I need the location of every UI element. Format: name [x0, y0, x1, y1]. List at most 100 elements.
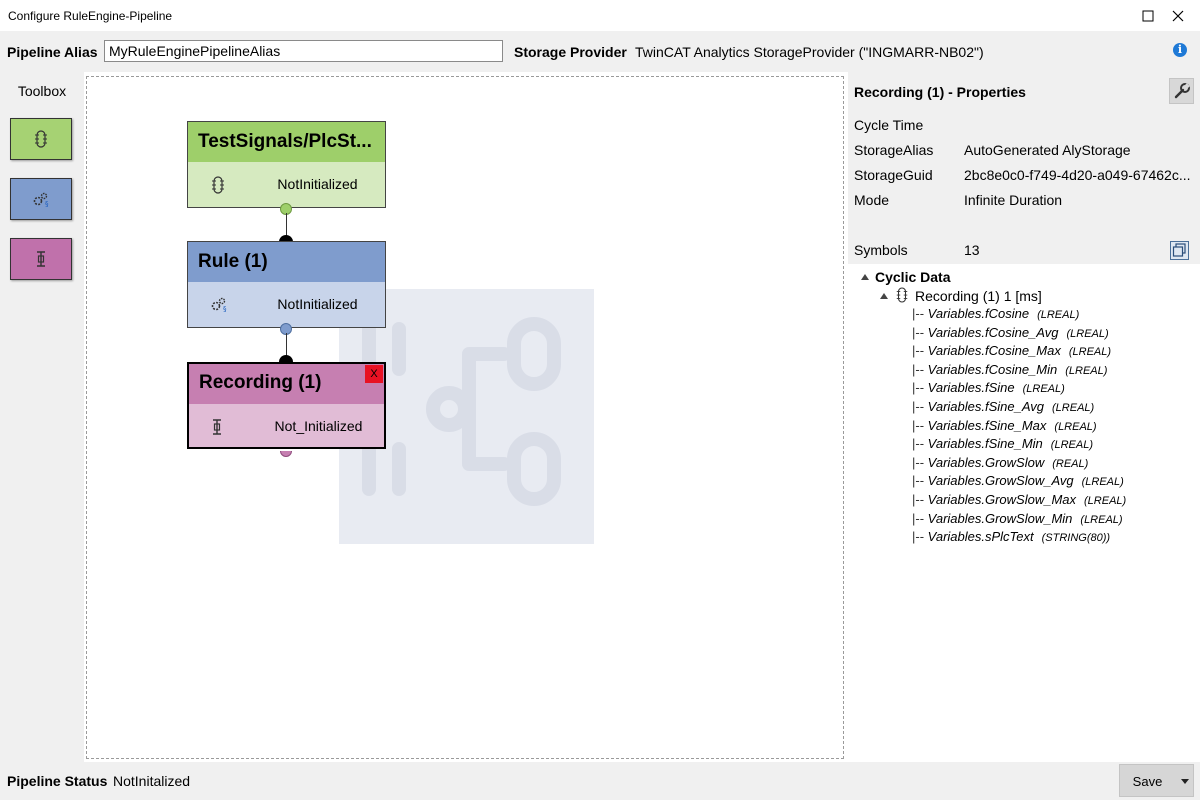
chevron-down-icon[interactable]: [1181, 779, 1189, 784]
pipeline-node-recording[interactable]: Recording (1) X Not_Initialized: [187, 362, 386, 449]
variable-type: (LREAL): [1054, 420, 1097, 433]
save-button[interactable]: Save: [1119, 764, 1194, 797]
node-status-area: Not_Initialized: [189, 404, 384, 447]
tree-branch-prefix: |--: [912, 380, 928, 396]
tree-recording-node[interactable]: Recording (1) 1 [ms]: [915, 288, 1042, 304]
maximize-button[interactable]: [1133, 0, 1163, 32]
variable-name: Variables.GrowSlow_Avg: [927, 473, 1074, 489]
variable-name: Variables.fCosine_Max: [927, 343, 1061, 359]
tree-variable-row[interactable]: |-- Variables.fSine_Min(LREAL): [912, 436, 1093, 451]
property-key: StorageGuid: [854, 167, 933, 183]
info-icon[interactable]: i: [1173, 43, 1187, 57]
node-status: NotInitialized: [277, 176, 358, 192]
tree-branch-prefix: |--: [912, 510, 928, 526]
tree-variable-row[interactable]: |-- Variables.GrowSlow_Max (LREAL): [912, 492, 1126, 507]
collapse-icon[interactable]: [861, 274, 869, 280]
variable-name: Variables.fCosine: [927, 306, 1030, 321]
pipeline-node-rule[interactable]: Rule (1) § NotInitialized: [187, 241, 386, 328]
input-source-icon: [35, 130, 47, 148]
maximize-icon: [1142, 10, 1154, 22]
variable-type: (LREAL): [1068, 346, 1112, 359]
toolbox: Toolbox §: [0, 72, 84, 762]
tree-variable-row[interactable]: |-- Variables.fSine_Max (LREAL): [912, 418, 1097, 433]
node-status: NotInitialized: [277, 296, 358, 312]
variable-name: Variables.fCosine_Min: [927, 361, 1058, 377]
rule-gears-icon: §: [33, 192, 49, 207]
tree-branch-prefix: |--: [912, 473, 928, 489]
variable-type: (LREAL): [1022, 383, 1065, 396]
svg-text:§: §: [223, 305, 227, 312]
variable-name: Variables.fSine_Max: [927, 417, 1047, 433]
status-bar: Pipeline Status NotInitalized Save: [0, 762, 1200, 800]
tree-variable-row[interactable]: |-- Variables.fCosine(LREAL): [912, 306, 1079, 321]
storage-provider-value: TwinCAT Analytics StorageProvider ("INGM…: [635, 44, 984, 60]
tree-variable-row[interactable]: |-- Variables.fCosine_Avg (LREAL): [912, 325, 1109, 340]
toolbox-rule-button[interactable]: §: [10, 178, 72, 220]
variable-name: Variables.GrowSlow_Min: [927, 510, 1073, 526]
node-status: Not_Initialized: [274, 418, 363, 434]
property-key: Mode: [854, 192, 890, 208]
tree-branch-prefix: |--: [912, 343, 928, 359]
title-bar: Configure RuleEngine-Pipeline: [0, 0, 1200, 32]
pipeline-alias-label: Pipeline Alias: [7, 44, 98, 60]
tree-branch-prefix: |--: [912, 529, 928, 545]
variable-name: Variables.GrowSlow: [927, 454, 1045, 470]
input-source-icon: [210, 176, 226, 197]
variable-name: Variables.GrowSlow_Max: [927, 492, 1077, 507]
close-button[interactable]: [1163, 0, 1193, 32]
toolbox-recording-button[interactable]: [10, 238, 72, 280]
tree-variable-row[interactable]: |-- Variables.fCosine_Max (LREAL): [912, 343, 1111, 358]
property-value[interactable]: Infinite Duration: [964, 192, 1063, 208]
symbols-count: 13: [964, 242, 980, 258]
tree-root-cyclic-data[interactable]: Cyclic Data: [875, 269, 951, 285]
properties-title: Recording (1) - Properties: [854, 84, 1026, 100]
variable-name: Variables.fCosine_Avg: [927, 324, 1059, 340]
pipeline-node-input[interactable]: TestSignals/PlcSt... NotInitialized: [187, 121, 386, 208]
collapse-icon[interactable]: [880, 293, 888, 299]
pipeline-canvas[interactable]: TestSignals/PlcSt... NotInitialized Rule…: [86, 76, 844, 759]
tree-variable-row[interactable]: |-- Variables.GrowSlow_Min (LREAL): [912, 511, 1123, 526]
symbols-edit-button[interactable]: [1170, 241, 1189, 260]
tree-variable-row[interactable]: |-- Variables.sPlcText(STRING(80)): [912, 529, 1110, 544]
variable-type: (LREAL): [1050, 439, 1093, 452]
connection-line: [286, 213, 287, 237]
copy-icon: [1172, 243, 1186, 257]
variable-type: (LREAL): [1066, 327, 1109, 340]
settings-button[interactable]: [1169, 78, 1194, 104]
node-title: Recording (1): [189, 364, 384, 404]
tree-branch-prefix: |--: [912, 324, 928, 340]
tree-branch-prefix: |--: [912, 361, 928, 377]
tree-variable-row[interactable]: |-- Variables.fCosine_Min(LREAL): [912, 362, 1107, 377]
variable-type: (LREAL): [1081, 476, 1124, 489]
property-key: StorageAlias: [854, 142, 934, 158]
variable-type: (LREAL): [1080, 513, 1123, 526]
variable-name: Variables.fSine_Min: [927, 436, 1043, 452]
property-value[interactable]: 2bc8e0c0-f749-4d20-a049-67462c...: [964, 167, 1191, 183]
toolbox-input-button[interactable]: [10, 118, 72, 160]
rule-gears-icon: §: [210, 296, 228, 315]
window-title: Configure RuleEngine-Pipeline: [8, 9, 173, 23]
tree-branch-prefix: |--: [912, 399, 928, 414]
pipeline-status-label: Pipeline Status: [7, 773, 108, 789]
variable-type: (LREAL): [1084, 495, 1127, 507]
tree-branch-prefix: |--: [912, 306, 928, 321]
toolbox-label: Toolbox: [17, 83, 67, 99]
variable-type: (REAL): [1052, 457, 1089, 470]
tree-variable-row[interactable]: |-- Variables.GrowSlow (REAL): [912, 455, 1088, 470]
tree-branch-prefix: |--: [912, 417, 928, 433]
recording-icon: [37, 251, 45, 267]
tree-variable-row[interactable]: |-- Variables.GrowSlow_Avg (LREAL): [912, 473, 1124, 488]
pipeline-header: Pipeline Alias Storage Provider TwinCAT …: [0, 32, 1200, 72]
tree-variable-row[interactable]: |-- Variables.fSine(LREAL): [912, 380, 1065, 395]
tree-branch-prefix: |--: [912, 492, 928, 507]
symbol-tree: Cyclic Data Recording (1) 1 [ms] |-- Var…: [848, 264, 1200, 762]
properties-panel: Recording (1) - Properties Cycle Time St…: [848, 72, 1200, 762]
remove-node-button[interactable]: X: [365, 365, 383, 383]
pipeline-alias-input[interactable]: [104, 40, 503, 62]
node-title: Rule (1): [188, 242, 385, 282]
pipeline-status-value: NotInitalized: [113, 773, 191, 789]
tree-branch-prefix: |--: [912, 454, 928, 470]
save-label: Save: [1132, 774, 1163, 789]
tree-variable-row[interactable]: |-- Variables.fSine_Avg(LREAL): [912, 399, 1094, 414]
property-value[interactable]: AutoGenerated AlyStorage: [964, 142, 1131, 158]
